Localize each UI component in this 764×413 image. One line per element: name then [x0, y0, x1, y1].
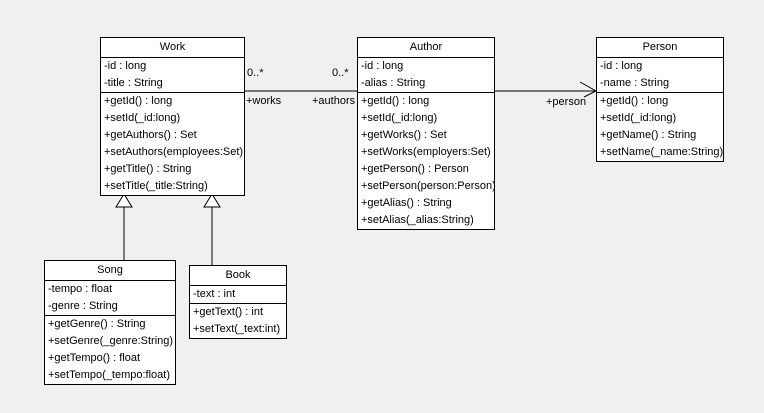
method: +setWorks(employers:Set) — [361, 146, 491, 158]
method: +getId() : long — [104, 95, 173, 107]
class-title: Song — [45, 261, 175, 281]
attribute: -title : String — [104, 77, 163, 89]
attributes-compartment: -id : long -name : String — [597, 58, 723, 93]
method: +getWorks() : Set — [361, 129, 447, 141]
method: +setId(_id:long) — [361, 112, 438, 124]
method: +getTitle() : String — [104, 163, 192, 175]
method: +getTempo() : float — [48, 352, 141, 364]
method: +setId(_id:long) — [104, 112, 181, 124]
method: +getId() : long — [361, 95, 430, 107]
multiplicity-label-author-end: 0..* — [332, 67, 349, 79]
class-title: Author — [358, 38, 494, 58]
class-box-author[interactable]: Author -id : long -alias : String +getId… — [357, 37, 496, 230]
methods-compartment: +getText() : int +setText(_text:int) — [190, 304, 286, 338]
multiplicity-label-work-end: 0..* — [247, 67, 264, 79]
method: +getText() : int — [193, 306, 264, 318]
role-label-authors: +authors — [312, 95, 356, 107]
method: +getGenre() : String — [48, 318, 146, 330]
attribute: -id : long — [361, 60, 404, 72]
method: +setPerson(person:Person) — [361, 180, 496, 192]
class-title: Book — [190, 266, 286, 286]
method: +setGenre(_genre:String) — [48, 335, 174, 347]
class-box-person[interactable]: Person -id : long -name : String +getId(… — [596, 37, 724, 162]
method: +getName() : String — [600, 129, 697, 141]
attribute: -id : long — [600, 60, 643, 72]
methods-compartment: +getId() : long +setId(_id:long) +getWor… — [358, 93, 496, 229]
attributes-compartment: -id : long -alias : String — [358, 58, 494, 93]
attributes-compartment: -id : long -title : String — [101, 58, 244, 93]
method: +getPerson() : Person — [361, 163, 469, 175]
attribute: -alias : String — [361, 77, 426, 89]
attribute: -name : String — [600, 77, 670, 89]
class-box-work[interactable]: Work -id : long -title : String +getId()… — [100, 37, 245, 196]
method: +setTempo(_tempo:float) — [48, 369, 170, 381]
method: +setName(_name:String) — [600, 146, 724, 158]
methods-compartment: +getId() : long +setId(_id:long) +getAut… — [101, 93, 244, 195]
attribute: -text : int — [193, 288, 236, 300]
hollow-triangle-icon — [203, 193, 221, 208]
role-label-person: +person — [546, 96, 587, 108]
attribute: -genre : String — [48, 300, 118, 312]
attribute: -tempo : float — [48, 283, 113, 295]
role-label-works: +works — [246, 95, 282, 107]
hollow-triangle-icon — [115, 193, 133, 208]
class-title: Work — [101, 38, 244, 58]
method: +setId(_id:long) — [600, 112, 677, 124]
method: +setText(_text:int) — [193, 323, 281, 335]
class-title: Person — [597, 38, 723, 58]
attributes-compartment: -tempo : float -genre : String — [45, 281, 175, 316]
class-box-song[interactable]: Song -tempo : float -genre : String +get… — [44, 260, 176, 385]
method: +setTitle(_title:String) — [104, 180, 208, 192]
methods-compartment: +getGenre() : String +setGenre(_genre:St… — [45, 316, 175, 384]
method: +setAlias(_alias:String) — [361, 214, 474, 226]
open-arrowhead-icon — [579, 81, 598, 98]
method: +getAuthors() : Set — [104, 129, 197, 141]
class-box-book[interactable]: Book -text : int +getText() : int +setTe… — [189, 265, 287, 339]
attribute: -id : long — [104, 60, 147, 72]
methods-compartment: +getId() : long +setId(_id:long) +getNam… — [597, 93, 723, 161]
method: +getId() : long — [600, 95, 669, 107]
method: +getAlias() : String — [361, 197, 452, 209]
attributes-compartment: -text : int — [190, 286, 286, 304]
method: +setAuthors(employees:Set) — [104, 146, 244, 158]
